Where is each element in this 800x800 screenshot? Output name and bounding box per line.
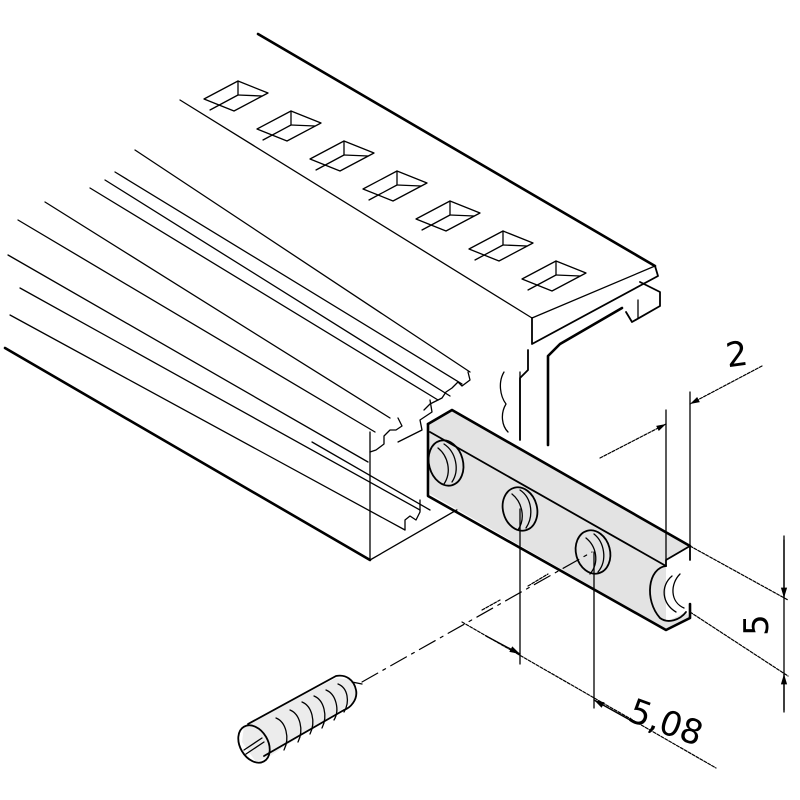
dimension-5: [689, 535, 789, 713]
dimension-2: [599, 365, 763, 561]
rail-slots: [203, 80, 587, 292]
set-screw: [237, 674, 363, 764]
screw-axis-centerline: [361, 551, 593, 683]
dimension-5-08: [461, 508, 717, 769]
threaded-strip: [426, 408, 692, 632]
dimension-label-height: 5: [736, 614, 777, 636]
strip-holes: [427, 439, 612, 575]
rail-profile: [3, 32, 661, 562]
dimension-label-thickness: 2: [723, 333, 751, 377]
